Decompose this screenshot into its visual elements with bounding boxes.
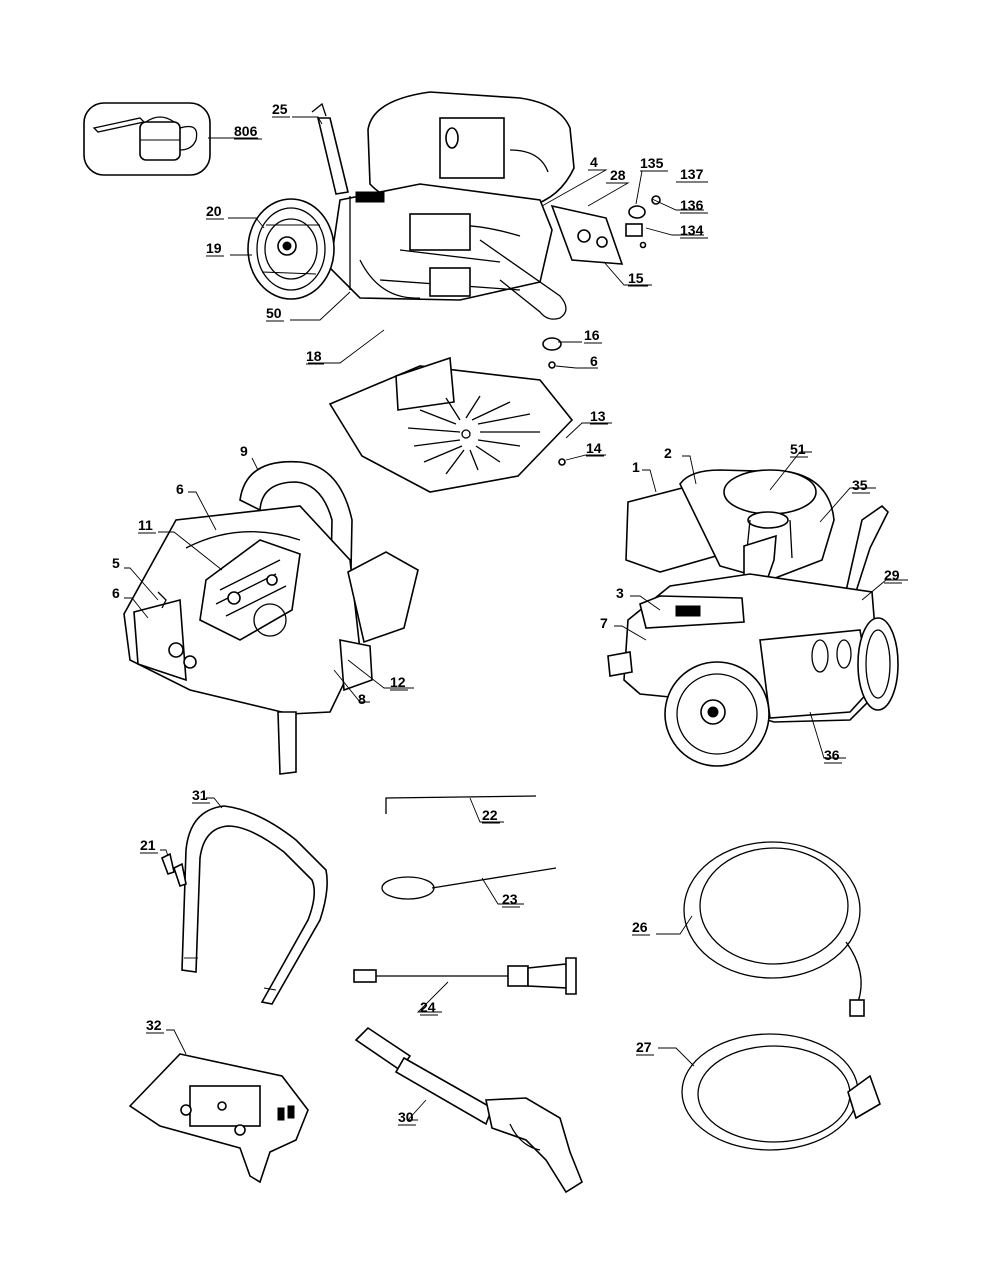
callout-2: 2 bbox=[664, 445, 672, 461]
top-assembly bbox=[247, 91, 661, 493]
callout-6-top: 6 bbox=[590, 353, 598, 369]
spray-wand-part bbox=[353, 957, 577, 995]
callout-137: 137 bbox=[680, 166, 704, 182]
callout-1: 1 bbox=[632, 459, 640, 475]
frame-handle-part bbox=[181, 805, 328, 1005]
callout-27: 27 bbox=[636, 1039, 652, 1055]
callout-23: 23 bbox=[502, 891, 518, 907]
callout-134: 134 bbox=[680, 222, 704, 238]
callout-labels: 806 25 4 28 135 137 136 134 20 19 15 50 … bbox=[112, 101, 900, 1125]
callout-13: 13 bbox=[590, 408, 606, 424]
callout-6-left-lower: 6 bbox=[112, 585, 120, 601]
callout-50: 50 bbox=[266, 305, 282, 321]
callout-25: 25 bbox=[272, 101, 288, 117]
oil-bottle-part bbox=[83, 102, 211, 176]
callout-12: 12 bbox=[390, 674, 406, 690]
callout-19: 19 bbox=[206, 240, 222, 256]
callout-4: 4 bbox=[590, 154, 598, 170]
callout-135: 135 bbox=[640, 155, 664, 171]
callout-18: 18 bbox=[306, 348, 322, 364]
callout-3: 3 bbox=[616, 585, 624, 601]
callout-51: 51 bbox=[790, 441, 806, 457]
bolts-part bbox=[160, 852, 187, 888]
left-assembly bbox=[123, 460, 419, 775]
callout-8: 8 bbox=[358, 691, 366, 707]
callout-20: 20 bbox=[206, 203, 222, 219]
nozzle-cleaning-tool-part bbox=[381, 867, 557, 900]
callout-26: 26 bbox=[632, 919, 648, 935]
hex-key-part bbox=[385, 795, 537, 814]
spray-gun-part bbox=[354, 1026, 583, 1194]
callout-22: 22 bbox=[482, 807, 498, 823]
callout-11: 11 bbox=[138, 517, 153, 533]
callout-32: 32 bbox=[146, 1017, 162, 1033]
callout-6-left-upper: 6 bbox=[176, 481, 184, 497]
callout-31: 31 bbox=[192, 787, 208, 803]
callout-9: 9 bbox=[240, 443, 248, 459]
callout-21: 21 bbox=[140, 837, 156, 853]
callout-15: 15 bbox=[628, 270, 644, 286]
callout-36: 36 bbox=[824, 747, 840, 763]
callout-136: 136 bbox=[680, 197, 704, 213]
callout-24: 24 bbox=[420, 999, 436, 1015]
callout-14: 14 bbox=[586, 440, 602, 456]
callout-5: 5 bbox=[112, 555, 120, 571]
callout-806: 806 bbox=[234, 123, 258, 139]
handle-bracket-part bbox=[128, 1053, 309, 1184]
callout-35: 35 bbox=[852, 477, 868, 493]
callout-30: 30 bbox=[398, 1109, 414, 1125]
high-pressure-hose-part bbox=[683, 841, 865, 1017]
callout-29: 29 bbox=[884, 567, 900, 583]
garden-hose-adapter-part bbox=[681, 1033, 881, 1151]
leader-lines bbox=[124, 116, 908, 1121]
callout-16: 16 bbox=[584, 327, 600, 343]
callout-7: 7 bbox=[600, 615, 608, 631]
callout-28: 28 bbox=[610, 167, 626, 183]
right-assembly bbox=[607, 469, 899, 767]
callout-underlines bbox=[138, 116, 902, 1126]
